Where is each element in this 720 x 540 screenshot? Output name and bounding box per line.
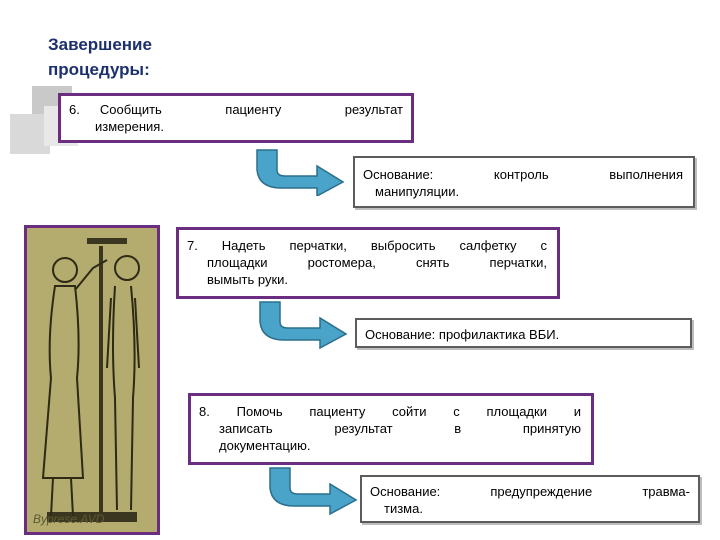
step-7-text-line1: 7. Надеть перчатки, выбросить салфетку с xyxy=(187,238,547,253)
arrow-2-icon xyxy=(259,301,348,350)
stadiometer-photo: Byprese.AVD xyxy=(24,225,160,535)
basis-1-line2: манипуляции. xyxy=(375,184,460,199)
basis-3-line2: тизма. xyxy=(384,501,423,516)
basis-1-line1: Основание: контроль выполнения xyxy=(363,167,683,182)
step-7-box: 7. Надеть перчатки, выбросить салфетку с… xyxy=(176,227,560,299)
step-7-text-line2: площадки ростомера, снять перчатки, xyxy=(207,255,547,270)
step-7-text-line3: вымыть руки. xyxy=(207,272,289,287)
step-8-box: 8. Помочь пациенту сойти с площадки и за… xyxy=(188,393,594,465)
arrow-1-icon xyxy=(256,149,345,196)
slide-title: Завершение процедуры: xyxy=(48,35,152,79)
step-8-text-line1: 8. Помочь пациенту сойти с площадки и xyxy=(199,404,581,419)
basis-1-box: Основание: контроль выполнения манипуляц… xyxy=(353,156,695,208)
step-6-number: 6. xyxy=(69,102,80,117)
step-8-text-line3: документацию. xyxy=(219,438,311,453)
step-6-text-line2: измерения. xyxy=(95,119,164,134)
step-8-text-line2: записать результат в принятую xyxy=(219,421,581,436)
basis-2-box: Основание: профилактика ВБИ. xyxy=(355,318,692,348)
photo-watermark: Byprese.AVD xyxy=(33,512,105,526)
basis-3-line1: Основание: предупреждение травма- xyxy=(370,484,690,499)
step-6-box: 6. Сообщить пациенту результат измерения… xyxy=(58,93,414,143)
arrow-3-icon xyxy=(269,467,358,516)
step-6-text-line1: Сообщить пациенту результат xyxy=(99,102,403,117)
basis-2-line1: Основание: профилактика ВБИ. xyxy=(365,327,560,342)
basis-3-box: Основание: предупреждение травма- тизма. xyxy=(360,475,700,523)
